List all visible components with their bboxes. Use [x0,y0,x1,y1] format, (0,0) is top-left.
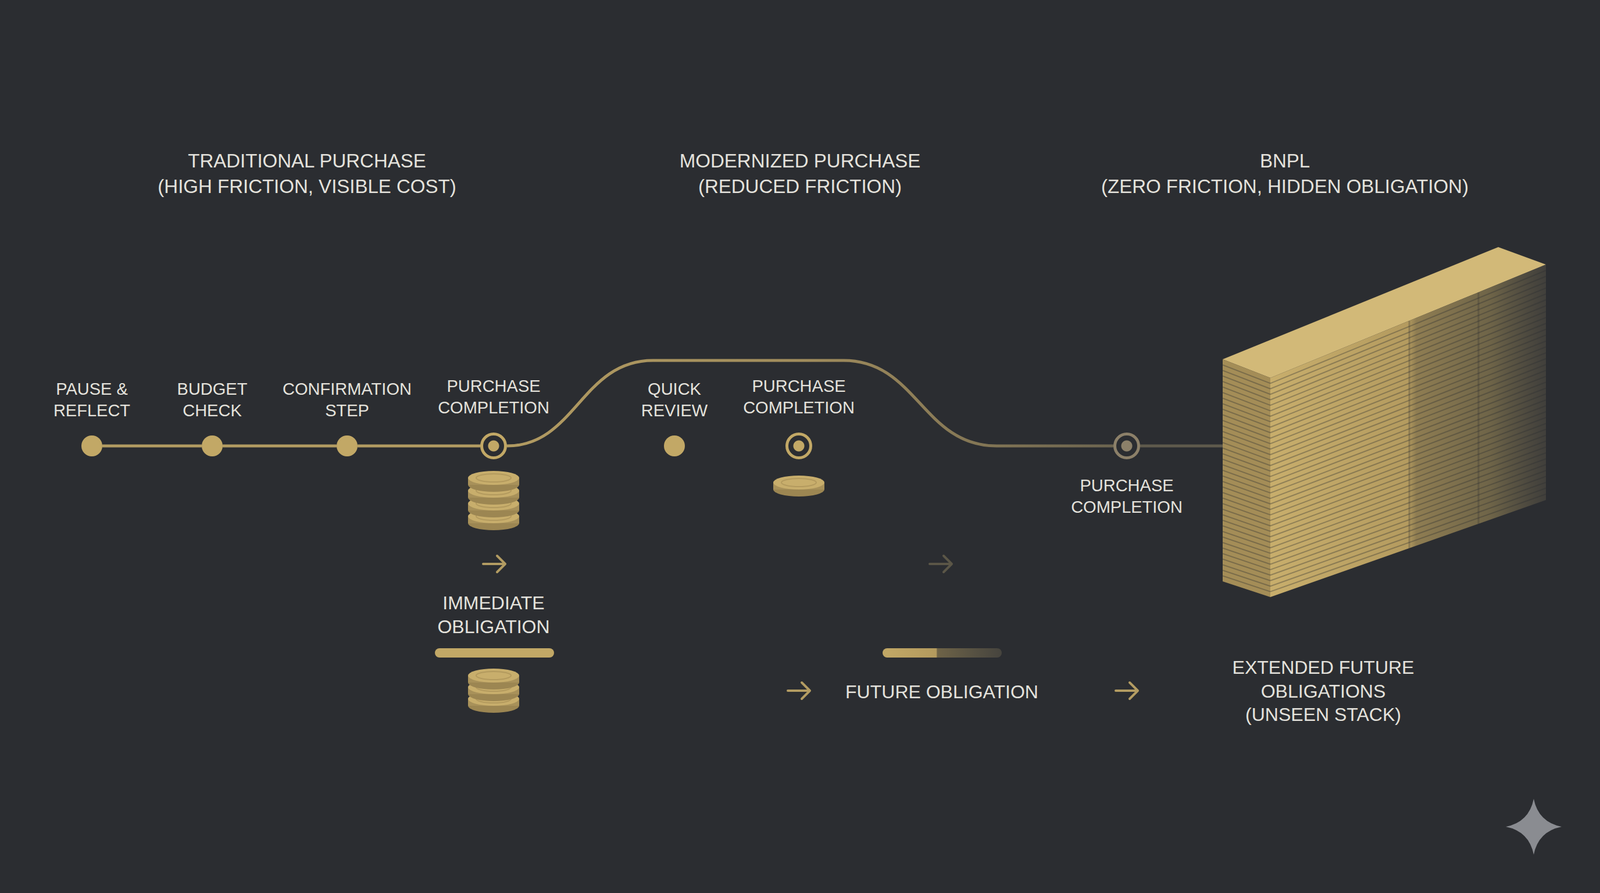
timeline-connector [357,444,481,448]
section-heading: TRADITIONAL PURCHASE [187,148,427,174]
obligation-label: IMMEDIATE OBLIGATION [435,591,552,639]
step-label: PURCHASE COMPLETION [1069,475,1185,519]
arrow-symbol [483,555,506,573]
section-subheading: (REDUCED FRICTION) [698,174,902,199]
step-label: PURCHASE COMPLETION [436,375,552,419]
arrow-symbol [1115,682,1138,699]
arrow-symbol [787,682,810,699]
stack-caption: EXTENDED FUTURE OBLIGATIONS (UNSEEN STAC… [1221,655,1425,727]
timeline-connector [102,444,202,448]
coin-stack [468,668,520,713]
milestone-ring: PURCHASE COMPLETION [480,432,507,460]
obligation-bar [434,648,555,658]
obligation-bar [882,648,1002,658]
milestone-ring: PURCHASE COMPLETION [785,432,813,460]
step-label: CONFIRMATION STEP [280,378,414,422]
milestone-ring: PURCHASE COMPLETION [1113,432,1141,460]
step-dot: BUDGET CHECK [201,435,223,457]
step-label: PURCHASE COMPLETION [741,375,857,419]
step-dot: QUICK REVIEW [663,435,685,457]
section-subheading: (ZERO FRICTION, HIDDEN OBLIGATION) [1101,174,1469,199]
timeline-connector [1140,444,1223,448]
step-dot: PAUSE & REFLECT [81,435,103,457]
obligation-label: FUTURE OBLIGATION [845,680,1039,705]
step-dot: CONFIRMATION STEP [336,435,358,457]
section-heading: MODERNIZED PURCHASE [679,148,921,174]
section-subheading: (HIGH FRICTION, VISIBLE COST) [157,174,456,199]
sparkle-watermark [1505,798,1562,855]
section-heading: BNPL [1259,148,1310,174]
timeline-connector [222,444,337,448]
step-label: BUDGET CHECK [175,378,250,422]
obligation-stack: EXTENDED FUTURE OBLIGATIONS (UNSEEN STAC… [1222,247,1546,598]
step-label: PAUSE & REFLECT [51,378,133,422]
arrow-symbol [929,555,952,573]
coin [773,475,825,497]
step-label: QUICK REVIEW [639,378,710,422]
timeline-connector [506,360,1114,446]
coin-stack [468,470,520,531]
